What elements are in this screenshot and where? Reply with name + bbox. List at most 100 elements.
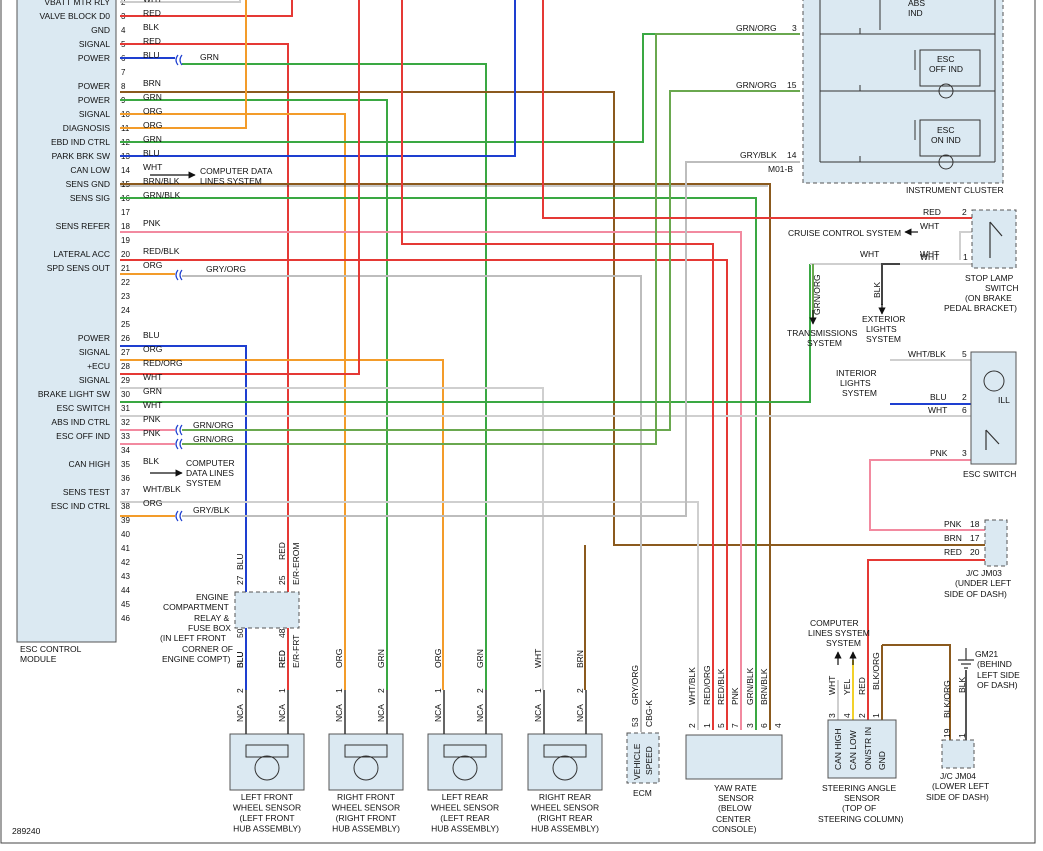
module-pin-name: CAN LOW bbox=[70, 165, 110, 175]
module-pin-number: 43 bbox=[121, 572, 130, 581]
stop-lamp-switch bbox=[971, 209, 1017, 269]
sensor-coil-icon bbox=[443, 744, 487, 758]
esc-pin2-wire: BLU bbox=[930, 392, 947, 402]
module-pin-number: 4 bbox=[121, 26, 126, 35]
module-pin-name: EBD IND CTRL bbox=[51, 137, 110, 147]
wire-pin27 bbox=[120, 359, 444, 690]
module-wire-color: BRN bbox=[143, 78, 161, 88]
steering-angle-sensor bbox=[827, 719, 897, 779]
cluster-connector: M01-B bbox=[768, 164, 793, 174]
module-pin-number: 37 bbox=[121, 488, 130, 497]
module-wire-color: WHT bbox=[143, 0, 162, 4]
wheel-sensor-body bbox=[527, 733, 603, 791]
module-pin-number: 22 bbox=[121, 278, 130, 287]
jm03-pin18: 18 bbox=[970, 519, 980, 529]
stop-lamp-label-4: PEDAL BRACKET) bbox=[944, 303, 1017, 313]
splice-label-gry-blk: GRY/BLK bbox=[193, 505, 230, 515]
yaw-label-5: CONSOLE) bbox=[712, 824, 757, 834]
module-wire-color: BRN/BLK bbox=[143, 176, 180, 186]
yaw-pin: 1 bbox=[702, 723, 712, 728]
jm03-label-1: J/C JM03 bbox=[966, 568, 1002, 578]
ecm-pin: 53 bbox=[630, 717, 640, 727]
yaw-wire-color: WHT/BLK bbox=[687, 667, 697, 705]
module-pin-number: 44 bbox=[121, 586, 130, 595]
yaw-label-2: SENSOR bbox=[718, 793, 754, 803]
jm04-w2: BLK bbox=[957, 677, 967, 693]
sensor-nca-1: NCA bbox=[334, 704, 344, 722]
trans-label-2: SYSTEM bbox=[807, 338, 842, 348]
ecm-label: ECM bbox=[633, 788, 652, 798]
sensor-coil-icon bbox=[344, 744, 388, 758]
sensor-nca-1: NCA bbox=[433, 704, 443, 722]
wire-pin8 bbox=[120, 91, 985, 546]
wire-pin30 bbox=[120, 264, 811, 403]
sensor-pin-2: 2 bbox=[475, 688, 485, 693]
wire-pin37 bbox=[120, 501, 699, 730]
steer-label-2: SENSOR bbox=[844, 793, 880, 803]
splice-label-grn-org-33: GRN/ORG bbox=[193, 434, 234, 444]
sensor-pin-1: 2 bbox=[235, 688, 245, 693]
esc-on-ind-2: ON IND bbox=[931, 135, 961, 145]
sensor-nca-2: NCA bbox=[376, 704, 386, 722]
yaw-pin: 6 bbox=[759, 723, 769, 728]
steer-pin: 1 bbox=[871, 713, 881, 718]
ext-label-3: SYSTEM bbox=[866, 334, 901, 344]
sensor-nca-2: NCA bbox=[277, 704, 287, 722]
module-pin-number: 46 bbox=[121, 614, 130, 623]
sensor-rotor-icon bbox=[353, 755, 379, 781]
esc-switch bbox=[970, 351, 1017, 465]
steer-can-2: LINES SYSTEM bbox=[808, 628, 870, 638]
esc-pin5: 5 bbox=[962, 349, 967, 359]
wire-pin33-grn bbox=[182, 33, 800, 445]
ext-label-2: LIGHTS bbox=[866, 324, 897, 334]
ecm-box-1: VEHICLE bbox=[632, 743, 642, 780]
module-pin-name: SIGNAL bbox=[79, 375, 110, 385]
module-pin-number: 7 bbox=[121, 68, 126, 77]
module-wire-color: PNK bbox=[143, 218, 161, 228]
sensor-wire-2: BRN bbox=[575, 650, 585, 668]
relay-p48: 48 bbox=[277, 628, 287, 638]
module-pin-number: 14 bbox=[121, 166, 130, 175]
sensor-pin-2: 1 bbox=[277, 688, 287, 693]
sensor-label: WHEEL SENSOR bbox=[531, 803, 599, 813]
steer-pin-name: CAN HIGH bbox=[833, 728, 843, 770]
sensor-label: HUB ASSEMBLY) bbox=[531, 824, 599, 834]
module-wire-color: ORG bbox=[143, 344, 162, 354]
wire-pin21-gry bbox=[182, 275, 642, 732]
yaw-pin: 3 bbox=[745, 723, 755, 728]
wheel-sensor-body bbox=[328, 733, 404, 791]
figure-id: 289240 bbox=[12, 826, 41, 836]
yaw-pin: 7 bbox=[730, 723, 740, 728]
wire-pin9 bbox=[120, 99, 388, 690]
yaw-pin: 2 bbox=[687, 723, 697, 728]
cluster-internals bbox=[819, 0, 996, 170]
sensor-nca-1: NCA bbox=[533, 704, 543, 722]
sensor-label: WHEEL SENSOR bbox=[233, 803, 301, 813]
yaw-wire-color: GRN/BLK bbox=[745, 667, 755, 705]
steer-pin: 4 bbox=[842, 713, 852, 718]
jm03-pin20: 20 bbox=[970, 547, 980, 557]
module-pin-number: 2 bbox=[121, 0, 126, 7]
module-pin-name: SENS REFER bbox=[56, 221, 110, 231]
esc-pin6: 6 bbox=[962, 405, 967, 415]
steer-wire-color: WHT bbox=[827, 676, 837, 695]
yaw-label-4: CENTER bbox=[716, 814, 751, 824]
abs-ind-1: ABS bbox=[908, 0, 925, 8]
module-pin-number: 34 bbox=[121, 446, 130, 455]
ext-wire: BLK bbox=[872, 282, 882, 298]
module-pin-name: POWER bbox=[78, 53, 110, 63]
cluster-pin15-wire: GRN/ORG bbox=[736, 80, 777, 90]
module-wire-color: RED/BLK bbox=[143, 246, 180, 256]
module-pin-number: 41 bbox=[121, 544, 130, 553]
ground-icon bbox=[958, 648, 974, 669]
relay-p50: 50 bbox=[235, 628, 245, 638]
wire-pin20 bbox=[120, 259, 728, 730]
yaw-wire-color: RED/ORG bbox=[702, 665, 712, 705]
trans-label-1: TRANSMISSIONS bbox=[787, 328, 858, 338]
sensor-label: RIGHT REAR bbox=[539, 792, 591, 802]
stop-lamp-wht-left: WHT bbox=[860, 249, 879, 259]
